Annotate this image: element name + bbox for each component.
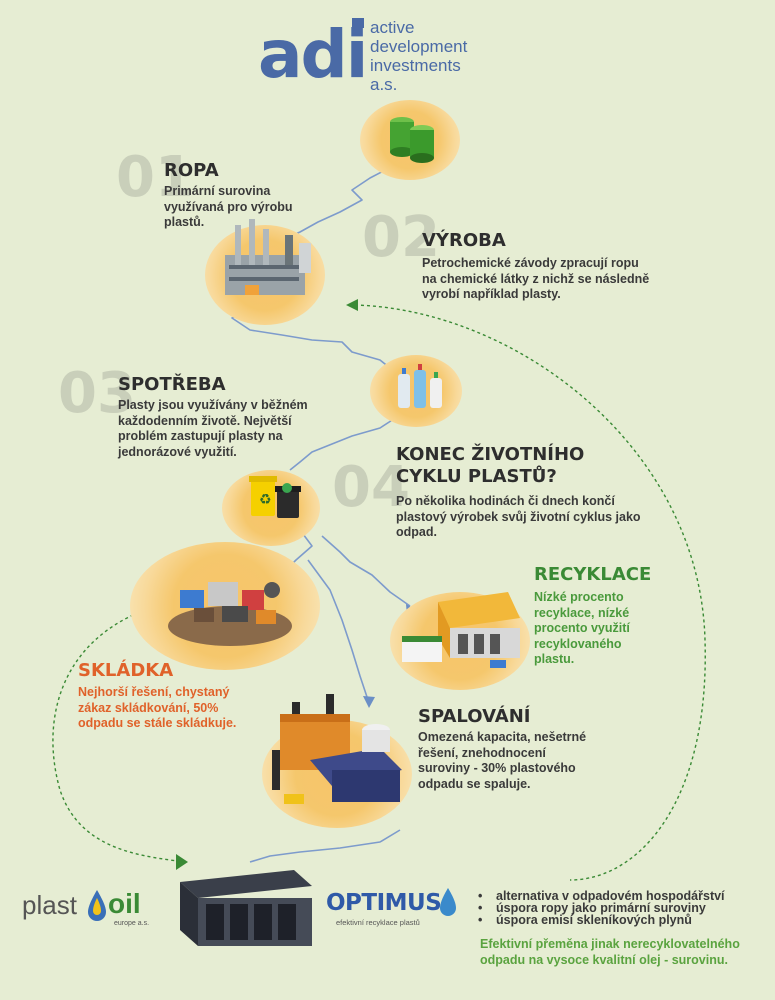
path-to-plastoil [249, 829, 401, 863]
svg-text:♻: ♻ [259, 492, 272, 508]
plastoil-logo-oil: oil [108, 888, 141, 919]
step-01-title: ROPA [164, 160, 219, 181]
oil-drop-icon [88, 890, 106, 921]
arrow-head-green-top [346, 299, 358, 311]
step-02-title: VÝROBA [422, 230, 506, 251]
benefit-item: úspora ropy jako primární suroviny [478, 902, 725, 915]
skladka-title: SKLÁDKA [78, 660, 174, 681]
adi-logo-line-3: investments a.s. [370, 56, 461, 94]
recycling-plant-icon [402, 592, 520, 668]
skladka-desc: Nejhorší řešení, chystaný zákaz skládkov… [78, 685, 237, 730]
arrow-head-green-bottom [176, 854, 188, 870]
recyklace-desc: Nízké procento recyklace, nízké procento… [534, 590, 630, 666]
adi-logo-dot [352, 18, 364, 28]
step-04-desc: Po několika hodinách či dnech končí plas… [396, 494, 641, 539]
plastoil-logo: plast oil europe a.s. [22, 888, 152, 930]
path-spotreba-konec [289, 414, 401, 471]
step-01-desc: Primární surovina využívaná pro výrobu p… [164, 184, 293, 229]
optimus-logo-name: OPTIMUS [326, 890, 442, 916]
incinerator-icon [272, 694, 402, 804]
step-04-title-line-2: CYKLU PLASTŮ? [396, 466, 557, 487]
adi-logo-line-1: active [370, 18, 415, 37]
step-04-number: 04 [332, 455, 410, 520]
path-to-spalovani [307, 559, 369, 701]
spalovani-desc: Omezená kapacita, nešetrné řešení, zneho… [418, 730, 587, 791]
step-01-number: 01 [116, 145, 194, 210]
refinery-icon [225, 219, 311, 295]
oil-barrels-icon [390, 117, 434, 163]
landfill-heap-icon [168, 582, 292, 646]
optimus-container-icon [180, 870, 312, 946]
recycling-bins-icon: ♻ [249, 476, 301, 518]
step-03-desc: Plasty jsou využívány v běžném každodenn… [118, 398, 308, 459]
benefit-list: alternativa v odpadovém hospodářství úsp… [478, 890, 725, 927]
step-02-number: 02 [362, 205, 440, 270]
water-drop-icon [440, 888, 456, 916]
plastoil-logo-plast: plast [22, 890, 77, 920]
step-02-desc: Petrochemické závody zpracují ropu na ch… [422, 256, 650, 301]
spalovani-title: SPALOVÁNÍ [418, 706, 531, 727]
plastoil-logo-sub: europe a.s. [114, 920, 150, 927]
plastic-bottles-icon [398, 364, 442, 408]
optimus-logo-sub: efektivní recyklace plastů [336, 918, 420, 927]
path-to-recyklace [321, 535, 411, 607]
adi-logo-line-2: development [370, 37, 468, 56]
benefit-item: alternativa v odpadovém hospodářství [478, 890, 725, 903]
step-03-number: 03 [58, 361, 136, 426]
step-04-title-line-1: KONEC ŽIVOTNÍHO [396, 444, 585, 465]
arrow-head-blue-spalovani [363, 696, 375, 708]
adi-logo-text: active development investments a.s. [370, 18, 467, 94]
bottom-note: Efektivní přeměna jinak nerecyklovatelné… [480, 937, 740, 967]
step-03-title: SPOTŘEBA [118, 374, 226, 395]
dashed-loop-right [354, 304, 706, 881]
path-ropa-vyroba [281, 164, 396, 241]
recyklace-title: RECYKLACE [534, 564, 652, 585]
benefit-item: úspora emisí skleníkových plynů [478, 914, 725, 927]
adi-logo-mark: adi [258, 16, 368, 93]
optimus-logo: OPTIMUS efektivní recyklace plastů [326, 888, 466, 930]
